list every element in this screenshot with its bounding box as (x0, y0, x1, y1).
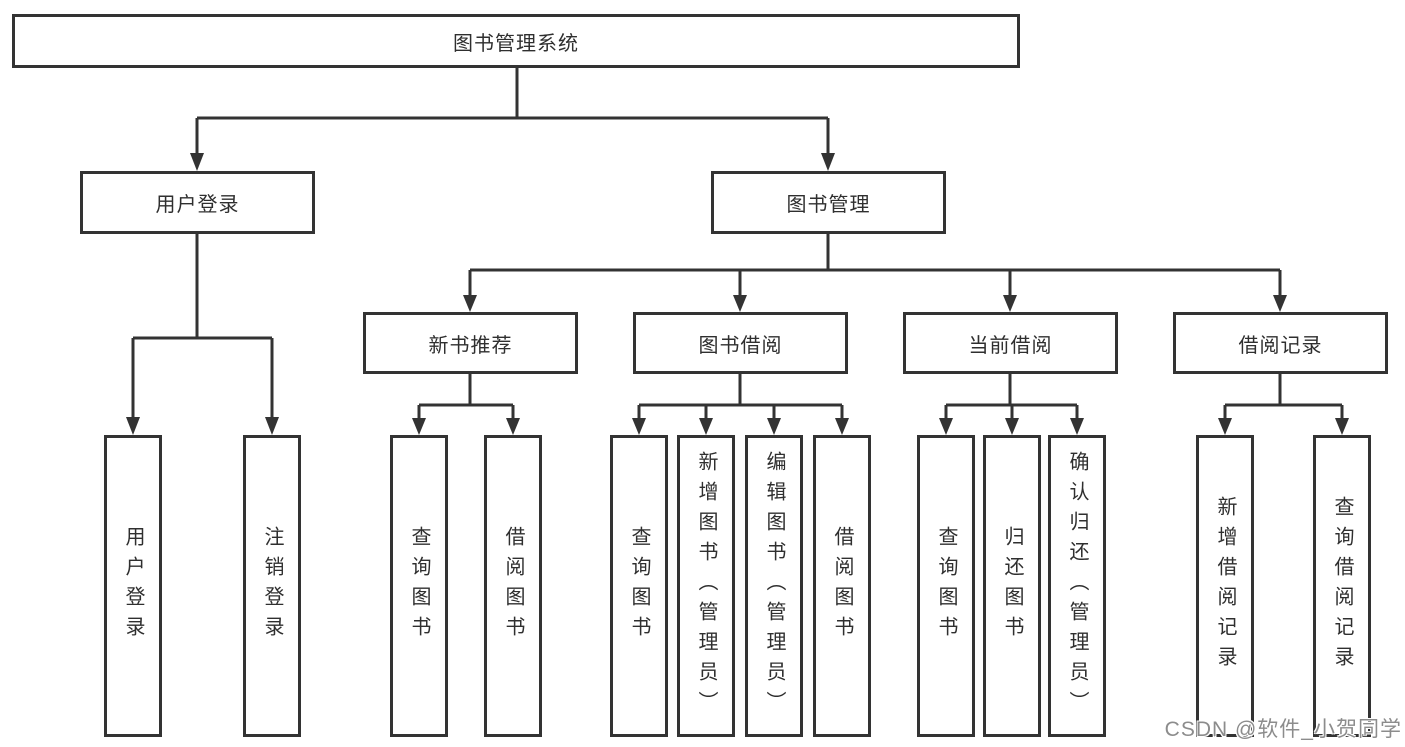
leaf-current-confirm-return-admin: 确认归还（管理员） (1048, 435, 1106, 737)
arrowhead-icon (821, 153, 835, 171)
leaf-user-login: 用户登录 (104, 435, 162, 737)
arrowheads (126, 153, 1349, 435)
arrowhead-icon (1218, 418, 1232, 435)
node-label: 编辑图书（管理员） (763, 451, 785, 721)
arrowhead-icon (1005, 418, 1019, 435)
connector-new-book-leaves (417, 374, 515, 424)
connector-user-login-subtree (131, 234, 274, 424)
node-book-management: 图书管理 (711, 171, 946, 234)
arrowhead-icon (1273, 295, 1287, 312)
arrowhead-icon (939, 418, 953, 435)
node-borrowing-records: 借阅记录 (1173, 312, 1388, 374)
node-label: 图书管理 (786, 194, 871, 216)
node-current-borrowing: 当前借阅 (903, 312, 1118, 374)
leaf-records-add-record: 新增借阅记录 (1196, 435, 1254, 737)
node-label: 图书借阅 (698, 334, 783, 357)
arrowhead-icon (126, 417, 140, 435)
arrowhead-icon (506, 418, 520, 435)
leaf-borrow-edit-books-admin: 编辑图书（管理员） (745, 435, 803, 737)
arrowhead-icon (699, 418, 713, 435)
arrowhead-icon (190, 153, 204, 171)
arrowhead-icon (1335, 418, 1349, 435)
arrowhead-icon (835, 418, 849, 435)
node-label: 新增借阅记录 (1214, 496, 1236, 676)
leaf-records-query-record: 查询借阅记录 (1313, 435, 1371, 737)
node-new-book-recommendation: 新书推荐 (363, 312, 578, 374)
leaf-borrow-query-books: 查询图书 (610, 435, 668, 737)
arrowhead-icon (632, 418, 646, 435)
node-label: 用户登录 (155, 194, 240, 216)
node-library-management-system: 图书管理系统 (12, 14, 1020, 68)
node-label: 借阅图书 (502, 526, 524, 646)
node-label: 新书推荐 (428, 334, 513, 357)
connector-current-leaves (944, 374, 1079, 424)
leaf-logout: 注销登录 (243, 435, 301, 737)
node-user-login: 用户登录 (80, 171, 315, 234)
node-label: 新增图书（管理员） (695, 451, 717, 721)
connector-book-management-subtree (468, 234, 1282, 302)
arrowhead-icon (412, 418, 426, 435)
arrowhead-icon (767, 418, 781, 435)
arrowhead-icon (733, 295, 747, 312)
arrowhead-icon (463, 295, 477, 312)
node-label: 当前借阅 (968, 334, 1053, 357)
node-label: 图书管理系统 (453, 32, 579, 55)
node-label: 查询借阅记录 (1331, 496, 1353, 676)
node-label: 用户登录 (122, 526, 144, 646)
connector-borrow-leaves (637, 374, 844, 424)
watermark: CSDN @软件_小贺同学 (1164, 718, 1402, 741)
node-label: 确认归还（管理员） (1066, 451, 1088, 721)
node-label: 归还图书 (1001, 526, 1023, 646)
node-label: 注销登录 (261, 526, 283, 646)
leaf-current-return-books: 归还图书 (983, 435, 1041, 737)
node-label: 查询图书 (408, 526, 430, 646)
leaf-current-query-books: 查询图书 (917, 435, 975, 737)
node-label: 借阅记录 (1238, 334, 1323, 357)
arrowhead-icon (265, 417, 279, 435)
leaf-newbook-query-books: 查询图书 (390, 435, 448, 737)
node-label: 查询图书 (628, 526, 650, 646)
node-book-borrowing: 图书借阅 (633, 312, 848, 374)
leaf-borrow-borrow-books: 借阅图书 (813, 435, 871, 737)
leaf-borrow-add-books-admin: 新增图书（管理员） (677, 435, 735, 737)
node-label: 借阅图书 (831, 526, 853, 646)
connector-root-to-level2 (195, 68, 830, 160)
arrowhead-icon (1070, 418, 1084, 435)
node-label: 查询图书 (935, 526, 957, 646)
connector-records-leaves (1223, 374, 1344, 424)
leaf-newbook-borrow-books: 借阅图书 (484, 435, 542, 737)
arrowhead-icon (1003, 295, 1017, 312)
